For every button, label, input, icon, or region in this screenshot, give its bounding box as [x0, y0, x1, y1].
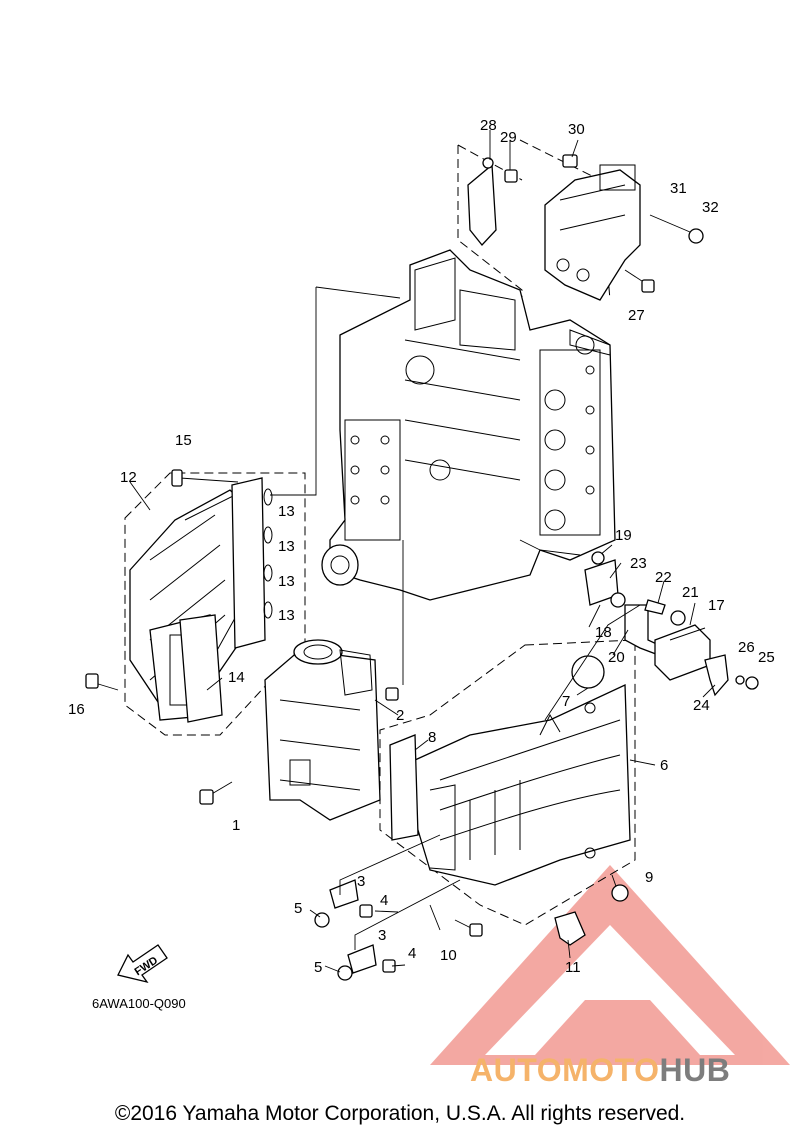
intake-cover — [414, 683, 631, 886]
callout-6: 6 — [660, 757, 668, 774]
callout-4a: 4 — [380, 892, 388, 909]
cover-gasket — [389, 734, 419, 841]
block-bolts — [350, 365, 595, 505]
callout-14: 14 — [228, 669, 245, 686]
callout-17: 17 — [708, 597, 725, 614]
callout-13b: 13 — [278, 538, 295, 555]
callout-30: 30 — [568, 121, 585, 138]
callout-7: 7 — [562, 693, 570, 710]
callout-26: 26 — [738, 639, 755, 656]
callout-13a: 13 — [278, 503, 295, 520]
callout-3b: 3 — [378, 927, 386, 944]
diagram-code: 6AWA100-Q090 — [92, 996, 186, 1011]
bracket — [467, 163, 497, 246]
callout-18: 18 — [595, 624, 612, 641]
callout-5b: 5 — [314, 959, 322, 976]
copyright-notice: ©2016 Yamaha Motor Corporation, U.S.A. A… — [114, 1102, 686, 1125]
clips — [314, 879, 586, 981]
callout-25: 25 — [758, 649, 775, 666]
callout-23: 23 — [630, 555, 647, 572]
fwd-arrow: FWD — [117, 944, 168, 984]
leader-lines — [129, 130, 716, 973]
watermark-text-part-a: AUTOMOTO — [470, 1052, 660, 1088]
callout-13c: 13 — [278, 573, 295, 590]
callout-11: 11 — [565, 959, 581, 976]
callout-22: 22 — [655, 569, 672, 586]
callout-13d: 13 — [278, 607, 295, 624]
callout-2: 2 — [396, 707, 404, 724]
right-side-parts — [584, 559, 729, 697]
callout-27: 27 — [628, 307, 645, 324]
callout-24: 24 — [693, 697, 710, 714]
callout-20: 20 — [608, 649, 625, 666]
callout-1: 1 — [232, 817, 240, 834]
callout-32: 32 — [702, 199, 719, 216]
collar — [562, 154, 578, 168]
callout-31: 31 — [670, 180, 687, 197]
callout-9: 9 — [645, 869, 653, 886]
callout-19: 19 — [615, 527, 632, 544]
callout-16: 16 — [68, 701, 85, 718]
throttle-body — [264, 639, 381, 821]
watermark-text: AUTOMOTOHUB — [470, 1052, 730, 1089]
watermark-logo — [430, 865, 790, 1065]
callout-28: 28 — [480, 117, 497, 134]
intake-manifold — [129, 489, 256, 721]
fasteners — [85, 157, 759, 937]
callout-5a: 5 — [294, 900, 302, 917]
callout-10: 10 — [440, 947, 457, 964]
cylinder-ports — [544, 389, 566, 531]
callout-21: 21 — [682, 584, 699, 601]
callout-3a: 3 — [357, 873, 365, 890]
callout-29: 29 — [500, 129, 517, 146]
manifold-gasket — [179, 614, 223, 723]
callout-12: 12 — [120, 469, 137, 486]
watermark-text-part-b: HUB — [659, 1052, 731, 1088]
callout-8: 8 — [428, 729, 436, 746]
callout-15: 15 — [175, 432, 192, 449]
callout-4b: 4 — [408, 945, 416, 962]
ecu-assembly — [544, 164, 641, 301]
manifold-flange — [231, 477, 273, 649]
callout-labels: 1 2 3 3 4 4 5 5 6 7 8 9 10 11 12 13 13 1… — [68, 117, 775, 976]
engine-block — [321, 249, 616, 601]
